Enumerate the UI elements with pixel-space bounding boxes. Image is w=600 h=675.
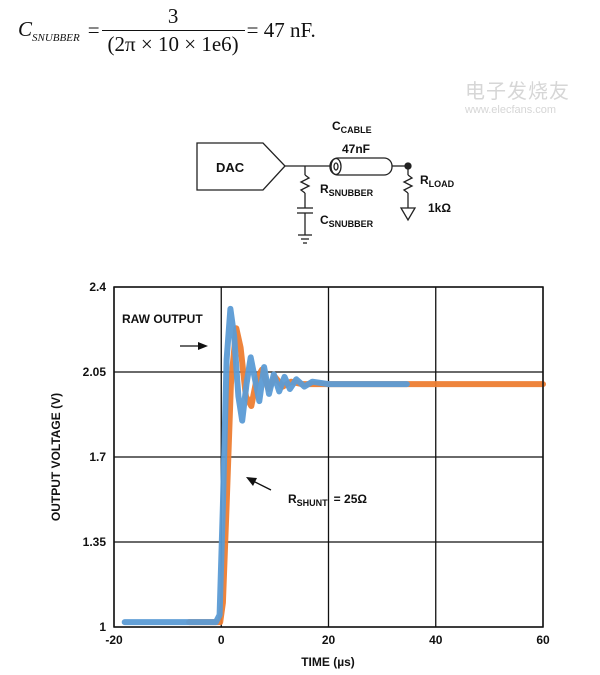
chart: -20 0 20 40 60 1 1.35 1.7 2.05 2.4 RAW OUTPUT RSH… xyxy=(49,280,550,669)
c-cable-label: CCABLE xyxy=(332,119,372,135)
watermark-logo: 电子发烧友 www.elecfans.com xyxy=(465,75,570,116)
snubber-formula: CSNUBBER = 3 (2π × 10 × 1e6) = 47 nF. xyxy=(18,4,316,56)
formula-result: = 47 nF. xyxy=(246,17,316,42)
x-tick-label: 40 xyxy=(429,633,443,647)
x-tick-label: 20 xyxy=(322,633,336,647)
watermark-cn: 电子发烧友 xyxy=(465,81,570,103)
y-tick-label: 2.05 xyxy=(83,365,107,379)
y-tick-label: 2.4 xyxy=(89,280,106,294)
x-tick-label: -20 xyxy=(105,633,123,647)
y-axis-label: OUTPUT VOLTAGE (V) xyxy=(49,393,63,521)
formula-numerator: 3 xyxy=(101,4,245,31)
x-axis-label: TIME (µs) xyxy=(301,655,355,669)
formula-denominator: (2π × 10 × 1e6) xyxy=(107,31,239,56)
series-line xyxy=(121,305,410,626)
cable-icon xyxy=(329,157,393,176)
r-snubber-icon xyxy=(299,166,311,208)
c-snubber-label: CSNUBBER xyxy=(320,213,374,229)
plot-frame xyxy=(113,286,544,628)
dac-label: DAC xyxy=(216,160,245,175)
formula-fraction: 3 (2π × 10 × 1e6) xyxy=(101,4,245,57)
formula-lhs: CSNUBBER xyxy=(18,16,80,44)
rshunt-arrow xyxy=(246,477,272,491)
formula-equals: = xyxy=(87,17,100,42)
raw-output-arrow xyxy=(180,342,208,350)
c-cable-value: 47nF xyxy=(342,142,370,156)
r-load-icon xyxy=(402,166,414,208)
rshunt-annotation: RSHUNT= 25Ω xyxy=(288,492,367,508)
r-load-value: 1kΩ xyxy=(428,201,451,215)
r-load-label: RLOAD xyxy=(420,173,455,189)
r-snubber-label: RSNUBBER xyxy=(320,182,374,198)
y-tick-label: 1.35 xyxy=(83,535,107,549)
circuit-diagram xyxy=(196,142,417,244)
load-ground-icon xyxy=(399,207,417,222)
ground-icon xyxy=(298,234,312,244)
x-tick-label: 0 xyxy=(218,633,225,647)
raw-output-annotation: RAW OUTPUT xyxy=(122,312,203,326)
y-tick-label: 1 xyxy=(99,620,106,634)
y-tick-label: 1.7 xyxy=(89,450,106,464)
dac-block xyxy=(196,142,286,191)
x-tick-label: 60 xyxy=(536,633,550,647)
c-snubber-icon xyxy=(297,207,313,235)
watermark-url: www.elecfans.com xyxy=(465,104,557,116)
